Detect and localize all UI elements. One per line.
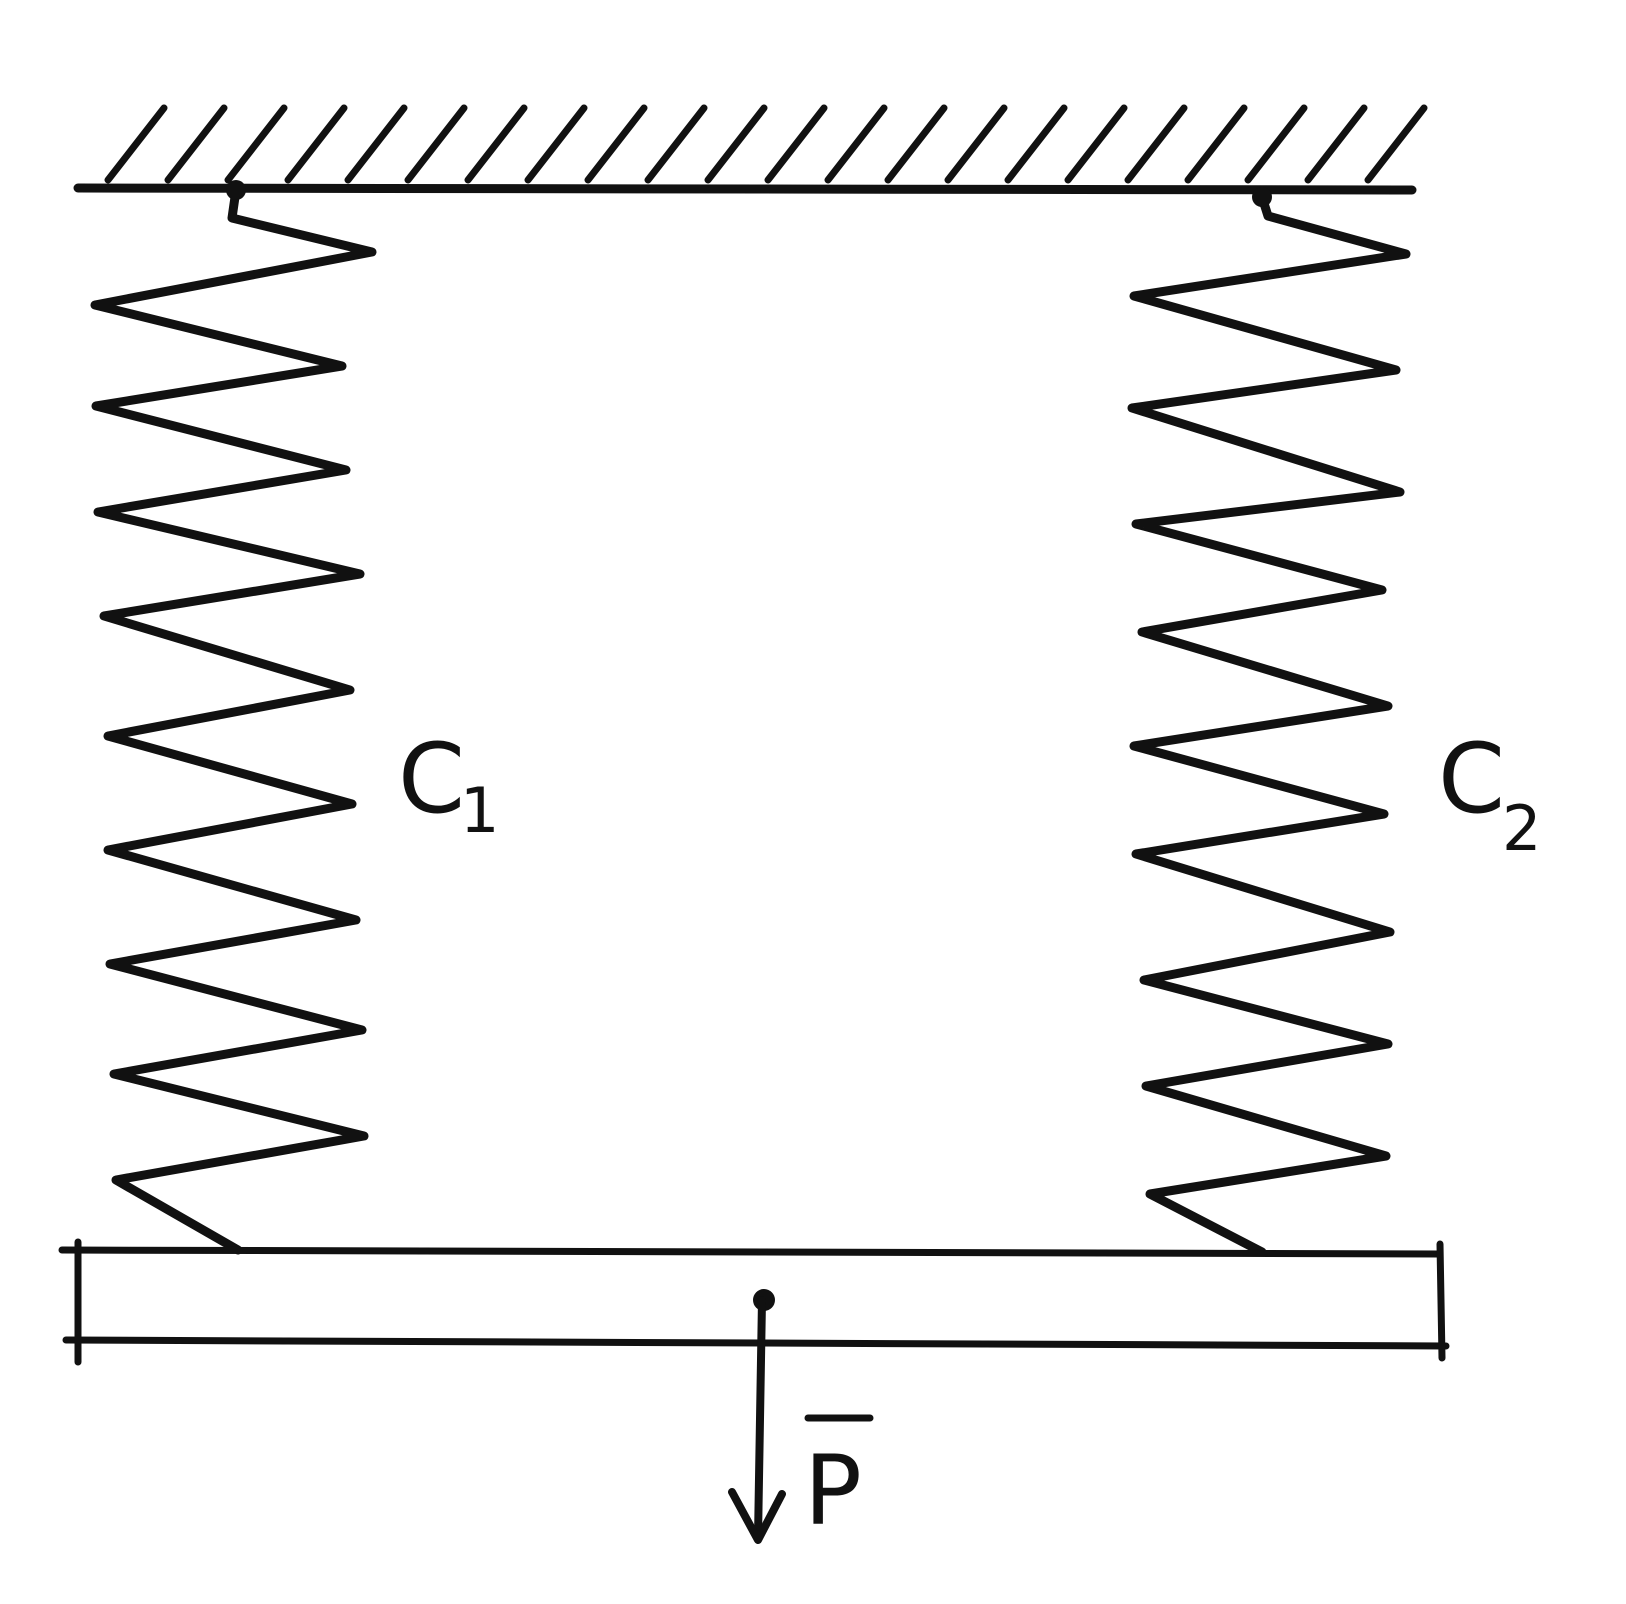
spring-c2-top-joint [1252,187,1272,207]
beam-bottom-edge [62,1336,1450,1350]
hatch-mark [944,104,1008,184]
hatch-mark [764,104,828,184]
spring-c2 [1127,187,1411,1257]
hatch-mark [524,104,588,184]
label-c1-main: C [398,723,465,835]
label-c2-main: C [1438,723,1505,835]
beam-top-edge [58,1246,1444,1258]
label-c1: C 1 [398,723,499,847]
hatch-mark [1004,104,1068,184]
force-arrow-shaft [754,1296,766,1542]
beam-right-edge [1436,1240,1446,1362]
hatch-mark [824,104,888,184]
beam [58,1238,1450,1366]
label-c2-subscript: 2 [1502,792,1541,865]
hatch-mark [404,104,468,184]
ceiling-support [73,104,1428,195]
spring-c1 [90,180,377,1255]
hatch-mark [1064,104,1128,184]
hatch-mark [1184,104,1248,184]
ceiling-hatching [104,104,1428,184]
hatch-mark [1364,104,1428,184]
force-vector-p: P [728,1289,874,1547]
label-c1-subscript: 1 [460,774,499,847]
ceiling-line [73,183,1417,195]
spring-c1-top-joint [226,180,246,200]
hatch-mark [644,104,708,184]
spring-c2-coil [1127,192,1411,1257]
hatch-mark [1124,104,1188,184]
hatch-mark [344,104,408,184]
hatch-mark [104,104,168,184]
spring-c1-coil [90,185,377,1255]
label-c2: C 2 [1438,723,1541,865]
hatch-mark [884,104,948,184]
hatch-mark [584,104,648,184]
hatch-mark [284,104,348,184]
hatch-mark [1304,104,1368,184]
force-arrowhead [728,1488,786,1544]
hatch-mark [704,104,768,184]
hatch-mark [164,104,228,184]
hatch-mark [224,104,288,184]
force-label: P [804,1435,862,1547]
hatch-mark [464,104,528,184]
hatch-mark [1244,104,1308,184]
